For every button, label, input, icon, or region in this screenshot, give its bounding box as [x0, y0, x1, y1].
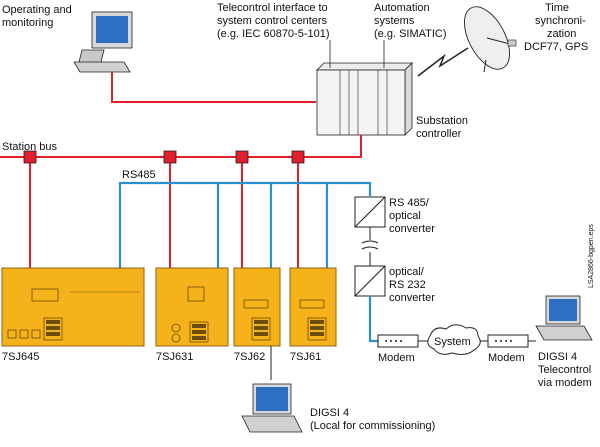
telecontrol-label: Telecontrol interface to system control …	[217, 2, 331, 40]
modem-icon	[487, 334, 529, 348]
switch-icon	[291, 150, 305, 164]
operating-label: Operating and monitoring	[2, 4, 75, 29]
laptop-icon	[535, 295, 593, 341]
rs485-bus-line	[118, 181, 372, 268]
device-7sj62-label: 7SJ62	[234, 351, 265, 363]
device-7sj61-label: 7SJ61	[290, 351, 321, 363]
device-7sj631-label: 7SJ631	[156, 351, 193, 363]
laptop-icon	[241, 383, 303, 433]
converter-icon	[354, 265, 386, 297]
device-7sj631	[155, 267, 229, 347]
converter-2-label: optical/ RS 232 converter	[389, 266, 435, 304]
doc-id: LSA2866-bgpen.eps	[588, 224, 595, 288]
optical-break	[361, 240, 379, 250]
substation-controller	[316, 62, 413, 136]
device-7sj645-label: 7SJ645	[2, 351, 39, 363]
digsi-local-label: DIGSI 4 (Local for commissioning)	[310, 407, 435, 432]
modem-left-label: Modem	[378, 352, 415, 364]
device-7sj645	[1, 267, 145, 347]
converter-icon	[354, 196, 386, 228]
device-7sj61	[289, 267, 337, 347]
system-label: System	[434, 336, 471, 348]
digsi-telecontrol-label: DIGSI 4 Telecontrol via modem	[538, 351, 594, 389]
automation-label: Automation systems (e.g. SIMATIC)	[374, 2, 447, 40]
computer-icon	[73, 11, 133, 73]
switch-icon	[23, 150, 37, 164]
rs485-label: RS485	[122, 169, 156, 181]
modem-right-label: Modem	[488, 352, 525, 364]
converter-1-label: RS 485/ optical converter	[389, 197, 435, 235]
switch-icon	[235, 150, 249, 164]
lightning-icon	[417, 47, 469, 77]
satellite-dish-icon	[464, 6, 517, 73]
switch-icon	[163, 150, 177, 164]
substation-label: Substation controller	[416, 115, 471, 140]
cloud-icon	[427, 324, 481, 355]
rs232-link	[368, 296, 378, 343]
device-7sj62	[233, 267, 281, 347]
time-sync-label: Time synchroni- zation DCF77, GPS	[524, 2, 589, 53]
operating-link	[111, 72, 316, 103]
modem-icon	[377, 334, 419, 348]
station-bus-label: Station bus	[2, 141, 58, 153]
